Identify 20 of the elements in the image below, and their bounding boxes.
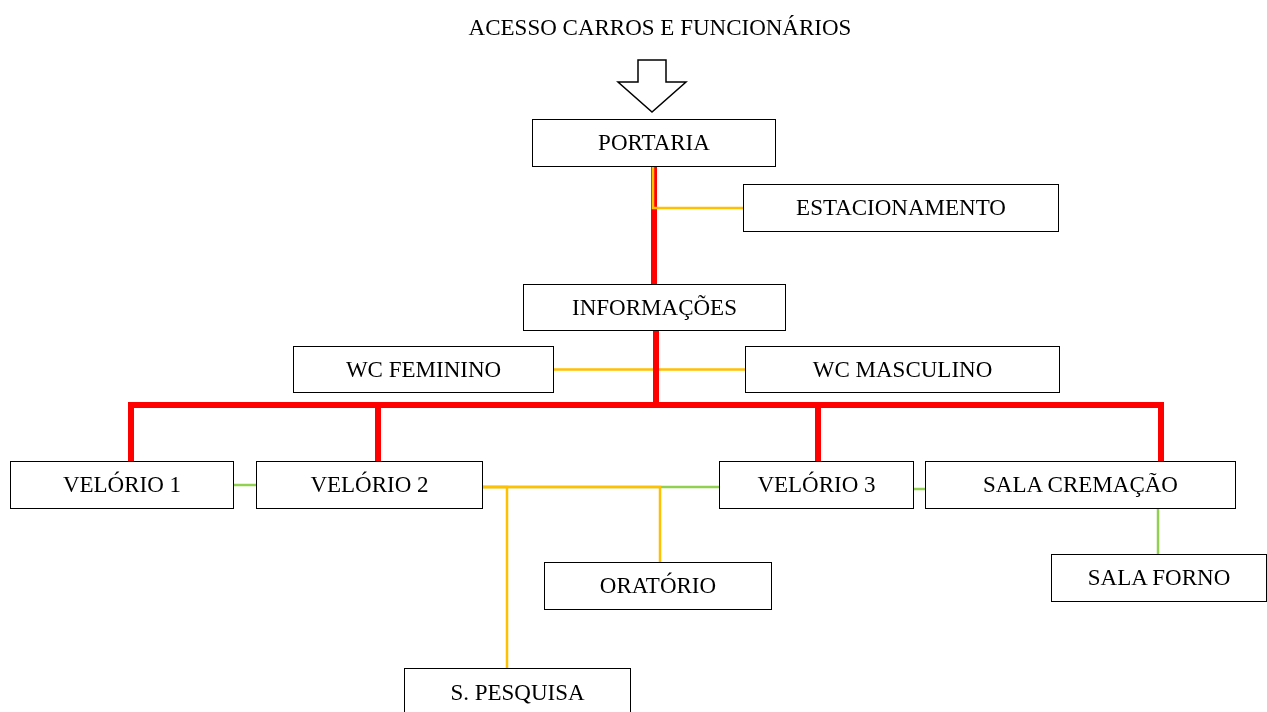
access-label: ACESSO CARROS E FUNCIONÁRIOS <box>468 15 852 41</box>
connector-line <box>234 483 256 487</box>
room-box: INFORMAÇÕES <box>523 284 786 331</box>
room-box: VELÓRIO 1 <box>10 461 234 509</box>
connector-line <box>653 331 1164 461</box>
room-box: VELÓRIO 2 <box>256 461 483 509</box>
connector-line <box>651 167 657 284</box>
room-box: WC MASCULINO <box>745 346 1060 393</box>
room-box: SALA FORNO <box>1051 554 1267 602</box>
connector-line <box>1156 509 1160 554</box>
room-box: VELÓRIO 3 <box>719 461 914 509</box>
connector-line <box>483 485 662 562</box>
room-box: WC FEMININO <box>293 346 554 393</box>
room-box: ORATÓRIO <box>544 562 772 610</box>
room-box: S. PESQUISA <box>404 668 631 712</box>
block-arrow <box>616 59 688 113</box>
room-box: PORTARIA <box>532 119 776 167</box>
connector-line <box>651 167 743 210</box>
room-box: SALA CREMAÇÃO <box>925 461 1236 509</box>
room-box: ESTACIONAMENTO <box>743 184 1059 232</box>
